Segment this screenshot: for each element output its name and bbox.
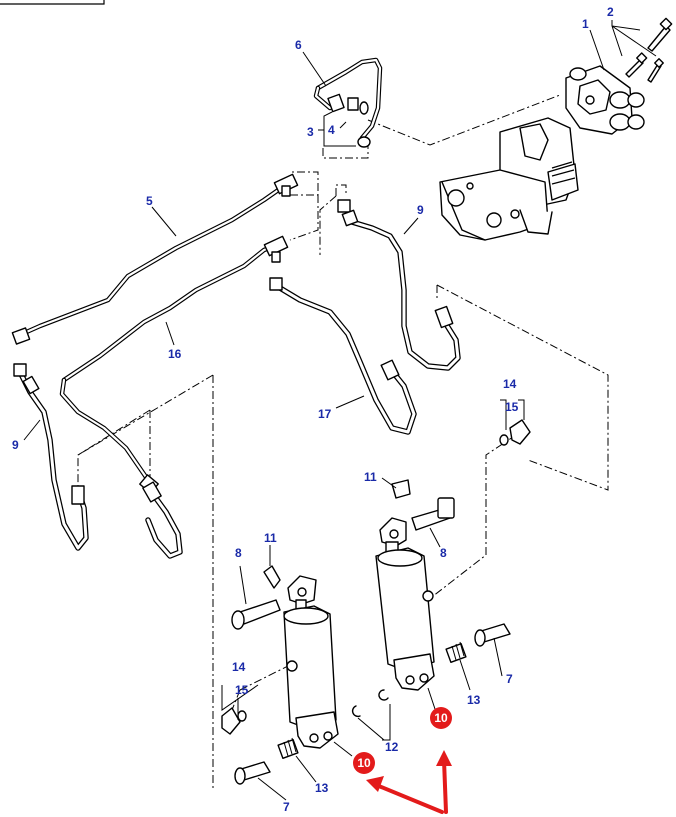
pipe-5 bbox=[11, 173, 299, 345]
assembly-lines bbox=[77, 94, 609, 790]
callout-15-right: 15 bbox=[505, 400, 519, 414]
callout-11-left: 11 bbox=[264, 531, 277, 545]
callout-15-left: 15 bbox=[235, 683, 249, 697]
callout-1: 1 bbox=[582, 17, 589, 31]
hydraulic-cylinder-right bbox=[375, 517, 435, 691]
hydraulic-cylinder-left bbox=[283, 575, 339, 749]
callout-13-right: 13 bbox=[467, 693, 481, 707]
pipe-assembly-top bbox=[313, 57, 383, 148]
callout-4: 4 bbox=[328, 123, 335, 137]
callout-3: 3 bbox=[307, 125, 314, 139]
callout-8-right: 8 bbox=[440, 546, 447, 560]
callout-2: 2 bbox=[607, 5, 614, 19]
callout-11-right: 11 bbox=[364, 470, 377, 484]
highlight-arrows bbox=[366, 750, 452, 814]
pipe-16 bbox=[59, 235, 289, 494]
callout-labels: 1 2 6 3 4 5 9 16 14 15 17 9 11 8 11 8 14… bbox=[12, 5, 614, 814]
valve-body bbox=[439, 117, 579, 241]
callout-10-left: 10 bbox=[357, 756, 371, 770]
callout-13-left: 13 bbox=[315, 781, 329, 795]
callout-12: 12 bbox=[385, 740, 399, 754]
callout-10-right-marker bbox=[430, 707, 452, 729]
clips-11 bbox=[263, 479, 411, 589]
callout-7-left: 7 bbox=[283, 800, 290, 814]
fittings-14-15 bbox=[221, 419, 531, 735]
callout-9-left: 9 bbox=[12, 438, 19, 452]
callout-14-left: 14 bbox=[232, 660, 246, 674]
rings-12 bbox=[351, 689, 389, 718]
leader-lines bbox=[23, 20, 657, 801]
callout-8-left: 8 bbox=[235, 546, 242, 560]
control-valve bbox=[565, 65, 645, 135]
hose-17 bbox=[269, 277, 417, 435]
callout-16: 16 bbox=[168, 347, 182, 361]
callout-10-right: 10 bbox=[434, 711, 448, 725]
hose-9-right bbox=[337, 199, 461, 371]
callout-5: 5 bbox=[146, 194, 153, 208]
pins-7 bbox=[234, 623, 511, 785]
pins-8 bbox=[231, 497, 455, 630]
hose-9-left bbox=[13, 363, 183, 559]
frame-corner bbox=[0, 0, 105, 5]
callout-17: 17 bbox=[318, 407, 332, 421]
callout-14-right: 14 bbox=[503, 377, 517, 391]
springs-13 bbox=[277, 641, 467, 760]
callout-6: 6 bbox=[295, 38, 302, 52]
bolts bbox=[625, 17, 673, 83]
callout-9-right: 9 bbox=[417, 203, 424, 217]
callout-10-left-marker bbox=[353, 752, 375, 774]
callout-7-right: 7 bbox=[506, 672, 513, 686]
